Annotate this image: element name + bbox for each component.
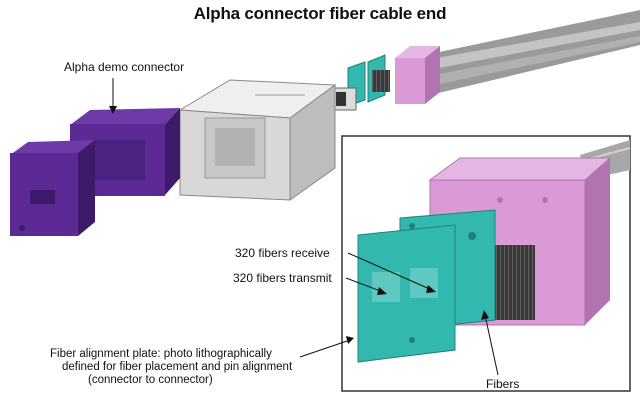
- inset-frame: [341, 135, 631, 392]
- plate-caption: Fiber alignment plate: photo lithographi…: [50, 348, 292, 387]
- plate-caption-line-2: defined for fiber placement and pin alig…: [62, 361, 293, 373]
- gray-housing: [178, 79, 337, 201]
- purple-connector-front: [10, 140, 95, 236]
- label-demo-connector: Alpha demo connector: [64, 60, 185, 74]
- cable-bundle-top: [425, 10, 640, 95]
- pink-housing-small: [395, 46, 440, 104]
- plate-caption-line-1: Fiber alignment plate: photo lithographi…: [50, 348, 272, 360]
- label-fibers-receive: 320 fibers receive: [235, 246, 330, 260]
- label-fibers: Fibers: [486, 377, 520, 391]
- label-fibers-transmit: 320 fibers transmit: [233, 271, 332, 285]
- plate-caption-line-3: (connector to connector): [88, 374, 213, 386]
- leader-lines: [109, 78, 499, 376]
- cyan-plate-transmit: [357, 224, 456, 363]
- diagram-title: Alpha connector fiber cable end: [193, 4, 447, 23]
